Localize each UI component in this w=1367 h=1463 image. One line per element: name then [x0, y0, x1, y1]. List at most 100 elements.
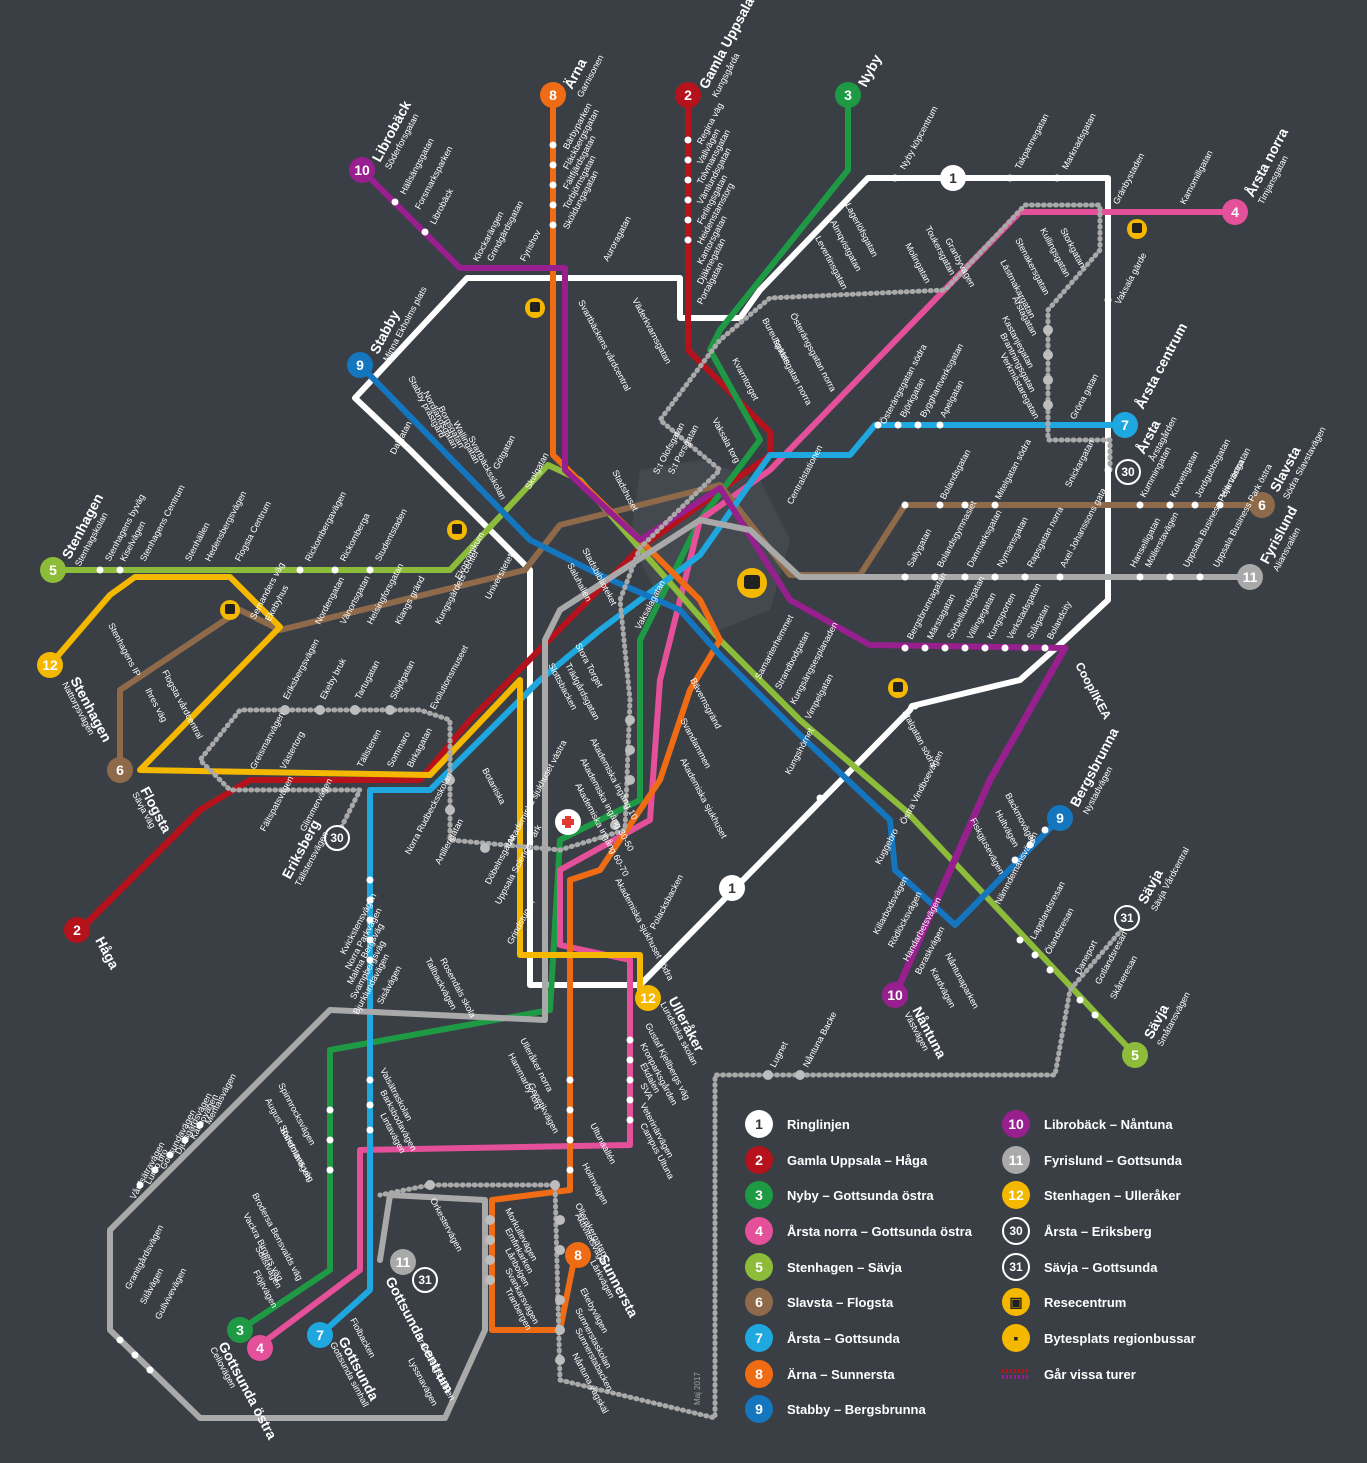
terminal-badge-9-stabby[interactable]: 9: [347, 352, 373, 378]
stop-label: Eriksbergsvägen: [281, 637, 321, 701]
terminal-badge-11-fyrislund[interactable]: 11: [1237, 564, 1263, 590]
stop-label: Molingatan: [903, 241, 933, 285]
terminal-badge-2-haga[interactable]: 2: [64, 917, 90, 943]
stop-markers: [96, 136, 1224, 1374]
terminal-badge-5-stenhagen[interactable]: 5: [40, 557, 66, 583]
legend-item-resecentrum[interactable]: ▣ Resecentrum: [1002, 1288, 1126, 1316]
route-line-7[interactable]: [317, 422, 1128, 1338]
terminal-badge-7-gottsunda[interactable]: 7: [307, 1322, 333, 1348]
svg-text:10: 10: [354, 162, 370, 178]
legend-item-line-4[interactable]: 4 Årsta norra – Gottsunda östra: [745, 1217, 972, 1245]
legend-item-line-1[interactable]: 1 Ringlinjen: [745, 1110, 850, 1138]
svg-text:9: 9: [1056, 810, 1064, 826]
route-line-31[interactable]: [377, 917, 1133, 1421]
line-badge: 11: [1002, 1146, 1030, 1174]
terminal-badge-8-arna[interactable]: 8: [540, 82, 566, 108]
route-line-5[interactable]: [50, 462, 1138, 1058]
route-line-12[interactable]: [47, 574, 643, 1003]
legend-item-line-3[interactable]: 3 Nyby – Gottsunda östra: [745, 1181, 934, 1209]
terminal-badge-12-stenhagen[interactable]: 12: [37, 652, 63, 678]
terminal-badge-3-gottsunda-ostra[interactable]: 3: [227, 1317, 253, 1343]
legend-label: Bytesplats regionbussar: [1044, 1330, 1196, 1346]
svg-text:4: 4: [256, 1340, 264, 1356]
terminal-badge-9-bergsbrunna[interactable]: 9: [1047, 805, 1073, 831]
terminal-badge-12-ulleraker[interactable]: 12: [635, 985, 661, 1011]
route-line-9[interactable]: [357, 362, 1063, 928]
svg-text:8: 8: [549, 87, 557, 103]
line-badge: 2: [745, 1146, 773, 1174]
terminal-badge-31-gottsunda[interactable]: 31: [412, 1267, 438, 1293]
legend-item-line-12[interactable]: 12 Stenhagen – Ulleråker: [1002, 1181, 1181, 1209]
terminal-badge-4-arsta-norra[interactable]: 4: [1222, 199, 1248, 225]
terminal-badge-4-gottsunda-ostra[interactable]: 4: [247, 1335, 273, 1361]
legend-label: Går vissa turer: [1044, 1366, 1136, 1382]
terminal-badge-2-gamla-uppsala[interactable]: 2: [675, 82, 701, 108]
legend-item-hatched[interactable]: Går vissa turer: [1002, 1360, 1136, 1388]
legend-item-line-11[interactable]: 11 Fyrislund – Gottsunda: [1002, 1146, 1182, 1174]
terminal-badge-6-flogsta[interactable]: 6: [107, 757, 133, 783]
legend-item-line-5[interactable]: 5 Stenhagen – Sävja: [745, 1253, 902, 1281]
legend-label: Ringlinjen: [787, 1116, 850, 1132]
route-line-6[interactable]: [117, 482, 1265, 773]
ring-badge-1-south[interactable]: 1: [719, 875, 745, 901]
svg-text:1: 1: [949, 170, 957, 186]
terminal-badge-7-arsta-centrum[interactable]: 7: [1112, 412, 1138, 438]
terminal-badge-6-slavsta[interactable]: 6: [1249, 492, 1275, 518]
bus-icon[interactable]: [888, 678, 908, 698]
legend-item-line-10[interactable]: 10 Librobäck – Nåntuna: [1002, 1110, 1173, 1138]
legend-item-line-8[interactable]: 8 Ärna – Sunnersta: [745, 1360, 895, 1388]
svg-text:8: 8: [574, 1247, 582, 1263]
bus-station-icon[interactable]: [737, 568, 767, 598]
stop-label: Takpannegatan: [1013, 112, 1051, 171]
line-badge: 4: [745, 1217, 773, 1245]
legend-item-line-2[interactable]: 2 Gamla Uppsala – Håga: [745, 1146, 927, 1174]
stop-label: Bävernsgränd: [688, 676, 723, 730]
stop-label: Ekeby bruk: [318, 656, 348, 701]
terminal-badge-8-sunnersta[interactable]: 8: [565, 1242, 591, 1268]
bus-interchange-icons: [220, 219, 1147, 835]
terminal-name: Nyby: [855, 51, 885, 89]
terminal-badge-31-savja[interactable]: 31: [1114, 905, 1140, 931]
terminal-badge-10-libroback[interactable]: 10: [349, 157, 375, 183]
stop-label: Librobäck: [428, 186, 455, 226]
line-badge: 1: [745, 1110, 773, 1138]
stop-label: Birkagatan: [405, 726, 434, 769]
terminal-badge-30-eriksberg[interactable]: 30: [324, 825, 350, 851]
bus-icon[interactable]: [525, 298, 545, 318]
terminal-badge-30-arsta[interactable]: 30: [1115, 459, 1141, 485]
terminal-badge-11-gottsunda-centrum[interactable]: 11: [390, 1249, 416, 1275]
terminal-badge-10-nantuna[interactable]: 10: [882, 982, 908, 1008]
line-badge: 12: [1002, 1181, 1030, 1209]
stop-label: Botaniska: [480, 766, 507, 806]
route-line-30[interactable]: [197, 202, 1113, 853]
line-badge: 10: [1002, 1110, 1030, 1138]
legend-item-line-9[interactable]: 9 Stabby – Bergsbrunna: [745, 1395, 926, 1423]
stop-label: Sallygatan: [905, 527, 934, 569]
bus-icon[interactable]: [447, 520, 467, 540]
terminal-badge-5-savja[interactable]: 5: [1122, 1042, 1148, 1068]
svg-text:11: 11: [1243, 569, 1258, 585]
legend-item-line-31[interactable]: 31 Sävja – Gottsunda: [1002, 1253, 1157, 1281]
terminal-badges: 8 2 3 10 4 9 7 30 6 5 11 12 6 2 30 9 31 …: [37, 82, 1275, 1361]
stop-label: Evolutionsmuseet: [428, 643, 470, 711]
legend-item-line-7[interactable]: 7 Årsta – Gottsunda: [745, 1324, 900, 1352]
svg-text:2: 2: [684, 87, 692, 103]
route-line-10[interactable]: [359, 167, 1068, 651]
bus-icon[interactable]: [220, 600, 240, 620]
route-line-3[interactable]: [237, 92, 851, 1333]
bus-icon: ▪: [1002, 1324, 1030, 1352]
legend-label: Resecentrum: [1044, 1294, 1127, 1310]
stop-label: Coop/IKEA: [1072, 660, 1114, 722]
ring-badge-1-north[interactable]: 1: [940, 165, 966, 191]
legend-item-line-6[interactable]: 6 Slavsta – Flogsta: [745, 1288, 893, 1316]
stop-label: Fyrishov: [518, 228, 543, 263]
terminal-badge-3-nyby[interactable]: 3: [835, 82, 861, 108]
legend-item-line-30[interactable]: 30 Årsta – Eriksberg: [1002, 1217, 1152, 1245]
route-line-11[interactable]: [107, 517, 1253, 1421]
legend-item-bytesplats[interactable]: ▪ Bytesplats regionbussar: [1002, 1324, 1196, 1352]
svg-text:7: 7: [1121, 417, 1129, 433]
stop-label: Vaksala torg: [710, 416, 742, 464]
bus-icon[interactable]: [1127, 219, 1147, 239]
legend-label: Librobäck – Nåntuna: [1044, 1116, 1173, 1132]
stop-label: Bolandsgatan: [938, 448, 973, 501]
